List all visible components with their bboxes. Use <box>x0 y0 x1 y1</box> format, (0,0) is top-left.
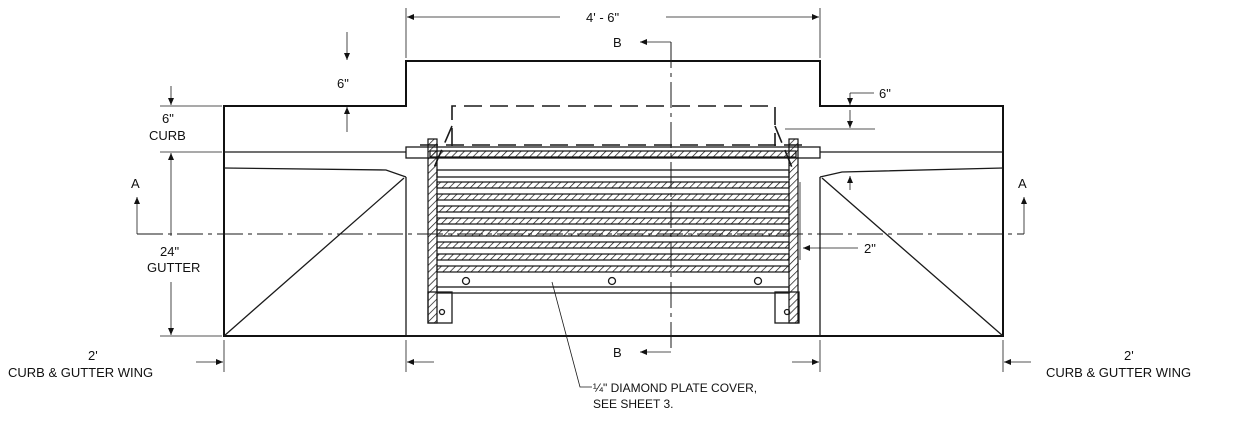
overall-width-label: 4' - 6" <box>586 10 619 25</box>
gutter-height-label: 24" <box>160 244 179 259</box>
grate-bars <box>436 169 790 294</box>
left-wing-text: CURB & GUTTER WING <box>8 365 153 380</box>
left-foot-bolt <box>438 308 446 316</box>
cover-outline-dashed <box>451 105 776 146</box>
cover-dash-slopes <box>432 125 794 171</box>
top-step-label: 6" <box>337 76 349 91</box>
frame-plate <box>405 146 821 159</box>
right-wing-text: CURB & GUTTER WING <box>1046 365 1191 380</box>
left-wing-diagonal <box>223 177 405 337</box>
curb-height-label: 6" <box>162 111 174 126</box>
gutter-label: GUTTER <box>147 260 200 275</box>
section-a-left-label: A <box>131 176 140 191</box>
left-frame-post <box>427 138 438 324</box>
right-wing-dim-label: 2' <box>1124 348 1134 363</box>
section-b-top-label: B <box>613 35 622 50</box>
section-b-bottom-label: B <box>613 345 622 360</box>
right-step-label: 6" <box>879 86 891 101</box>
inlet-box <box>405 177 821 337</box>
cover-leader <box>551 281 592 388</box>
right-foot-bolt <box>783 308 791 316</box>
cover-note-line1: ¼" DIAMOND PLATE COVER, <box>593 381 757 395</box>
grate-bolt-center <box>607 276 617 286</box>
grate-bolt-right <box>753 276 763 286</box>
frame-plate-hatch <box>429 150 797 158</box>
left-wing-dim-label: 2' <box>88 348 98 363</box>
grate-bolt-left <box>461 276 471 286</box>
curb-label: CURB <box>149 128 186 143</box>
curb-line <box>223 151 1004 178</box>
right-wing-diagonal <box>821 177 1004 337</box>
cover-note-line2: SEE SHEET 3. <box>593 397 673 411</box>
bar-spacing-label: 2" <box>864 241 876 256</box>
right-post-foot <box>774 291 800 324</box>
left-post-foot <box>427 291 453 324</box>
right-frame-post <box>788 138 799 324</box>
section-a-right-label: A <box>1018 176 1027 191</box>
